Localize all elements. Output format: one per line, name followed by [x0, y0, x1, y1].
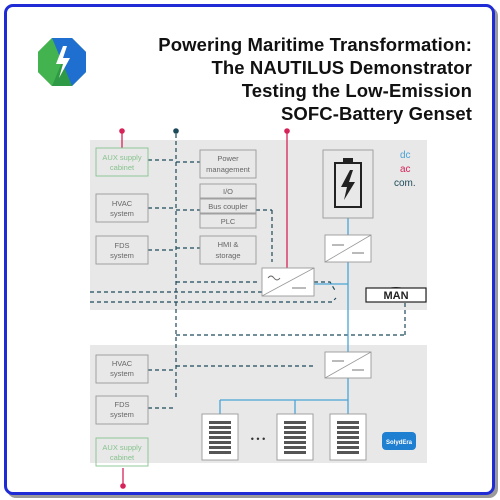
io-box — [199, 183, 257, 199]
fds-system-upper — [95, 235, 149, 265]
storage-label: storage — [215, 251, 240, 260]
battery-icon — [334, 158, 362, 208]
stack-ellipsis: • • • — [251, 434, 265, 444]
title-line-2: The NAUTILUS Demonstrator — [211, 57, 472, 78]
power-label: Power — [217, 154, 239, 163]
title-line-4: SOFC-Battery Genset — [280, 103, 472, 124]
solydera-logo-text: SolydEra — [386, 440, 413, 446]
fds-label: FDS — [115, 241, 130, 250]
hvac-label: HVAC — [112, 199, 133, 208]
management-label: management — [206, 165, 251, 174]
solydera-logo: SolydEra — [382, 432, 416, 450]
fuel-cell-stack-1 — [201, 413, 239, 461]
battery-box — [322, 149, 374, 219]
aux-supply-cabinet-lower — [95, 437, 149, 467]
fds-lower-system-label: system — [110, 410, 134, 419]
title-line-1: Powering Maritime Transformation: — [158, 34, 472, 55]
com-terminal-top — [173, 128, 179, 134]
aux-supply-cabinet-upper — [95, 147, 149, 177]
hvac-system-upper — [95, 193, 149, 223]
legend-dc: dc — [400, 150, 411, 161]
hvac-lower-system-label: system — [110, 369, 134, 378]
ac-terminal-bottom — [120, 483, 126, 489]
legend-ac: ac — [400, 164, 411, 175]
aux-lower-cabinet-label: cabinet — [110, 453, 135, 462]
plc-box — [199, 213, 257, 229]
io-label: I/O — [223, 187, 233, 196]
title-line-3: Testing the Low-Emission — [241, 80, 472, 101]
plc-label: PLC — [221, 217, 236, 226]
fds-system-label: system — [110, 251, 134, 260]
aux-lower-label: AUX supply — [102, 443, 141, 452]
man-logo-text: MAN — [383, 290, 408, 302]
legend-com: com. — [394, 178, 416, 189]
hvac-system-label: system — [110, 209, 134, 218]
fds-lower-label: FDS — [115, 400, 130, 409]
fds-system-lower — [95, 395, 149, 425]
hmi-storage-box — [199, 235, 257, 265]
aux-cabinet-label: cabinet — [110, 163, 135, 172]
upper-panel — [90, 140, 427, 310]
nautilus-logo-icon — [38, 38, 86, 86]
hvac-system-lower — [95, 354, 149, 384]
bus-coupler-label: Bus coupler — [208, 202, 248, 211]
ac-terminal-mid — [284, 128, 290, 134]
hvac-lower-label: HVAC — [112, 359, 133, 368]
aux-supply-label: AUX supply — [102, 153, 141, 162]
bus-coupler-box — [199, 198, 257, 214]
ac-terminal-top — [119, 128, 125, 134]
fuel-cell-stack-2 — [276, 413, 314, 461]
power-management-box — [199, 149, 257, 179]
hmi-label: HMI & — [218, 240, 239, 249]
man-logo: MAN — [365, 287, 427, 303]
fuel-cell-stack-3 — [329, 413, 367, 461]
